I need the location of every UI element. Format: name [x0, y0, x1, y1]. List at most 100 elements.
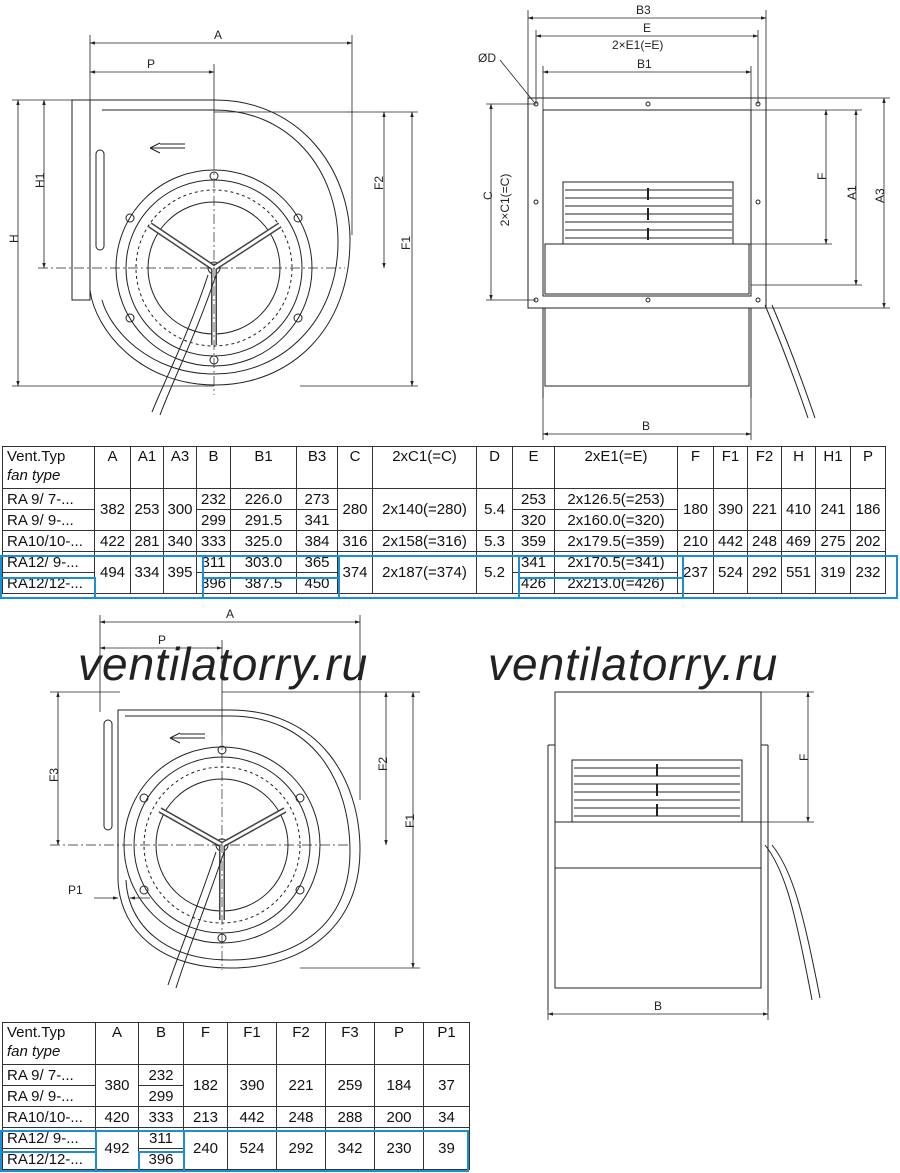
cell-B1: 291.5	[230, 509, 297, 531]
label-A1: A1	[845, 185, 859, 200]
cell-P1: 34	[423, 1106, 470, 1128]
cell-B1: 303.0	[230, 551, 297, 573]
table-row: RA10/10-... 420 333 213 442 248 288 200 …	[2, 1106, 470, 1128]
watermark-right: ventilatorry.ru	[488, 638, 778, 690]
cell-C: 374	[337, 551, 373, 594]
cell-2xC1: 2x158(=316)	[372, 530, 477, 552]
cell-E: 359	[512, 530, 555, 552]
label-F1-2: F1	[403, 814, 417, 828]
cell-F: 240	[183, 1127, 228, 1170]
cell-B1: 226.0	[230, 488, 297, 510]
cell-E: 341	[512, 551, 555, 573]
cell-2xC1: 2x140(=280)	[372, 488, 477, 531]
cell-F: 213	[183, 1106, 228, 1128]
label-E: E	[643, 21, 651, 35]
cell-C: 316	[337, 530, 373, 552]
fan-type-cell: RA 9/ 7-...	[2, 488, 95, 510]
cell-F2: 248	[747, 530, 782, 552]
cell-B3: 365	[296, 551, 338, 573]
cell-A: 380	[95, 1064, 139, 1107]
cell-2xE1: 2x179.5(=359)	[554, 530, 678, 552]
cell-F2: 292	[276, 1127, 326, 1170]
cell-F1: 390	[713, 488, 748, 531]
bottom-side-dimensions	[50, 615, 420, 969]
top-front-dimensions	[486, 10, 890, 440]
bottom-front-view	[547, 691, 821, 1010]
cell-2xE1: 2x126.5(=253)	[554, 488, 678, 510]
label-H1: H1	[33, 172, 47, 188]
top-front-labels: B3 E 2×E1(=E) B1 ØD C 2×C1(=C) F A1 A3 B	[478, 3, 887, 433]
header-sub: fan type	[7, 467, 61, 484]
table2-header-P: P	[374, 1022, 424, 1065]
table1-header-A3: A3	[163, 446, 197, 489]
cell-A3: 340	[163, 530, 197, 552]
label-F: F	[815, 173, 829, 180]
fan-type-cell: RA 9/ 9-...	[2, 509, 95, 531]
label-OD: ØD	[478, 51, 496, 65]
cell-D: 5.2	[476, 551, 513, 594]
table1-header-D: D	[476, 446, 513, 489]
fan-type-cell: RA12/12-...	[2, 572, 95, 594]
label-F1: F1	[399, 236, 413, 250]
bottom-side-view	[50, 709, 361, 989]
label-P-2: P	[158, 633, 166, 647]
cell-B3: 450	[296, 572, 338, 594]
cell-B: 396	[138, 1148, 184, 1170]
cell-P: 200	[374, 1106, 424, 1128]
cell-H: 551	[781, 551, 816, 594]
table-row: RA 9/ 7-... 382 253 300 232 226.0 273 28…	[2, 488, 886, 531]
label-B-2: B	[654, 999, 662, 1013]
table1-header-2xC1: 2xC1(=C)	[372, 446, 477, 489]
cell-B1: 325.0	[230, 530, 297, 552]
cell-P: 184	[374, 1064, 424, 1107]
header-title: Vent.Typ	[7, 1024, 66, 1041]
table1-header-fantype: Vent.Typ fan type	[2, 446, 95, 489]
cell-F2: 248	[276, 1106, 326, 1128]
cell-A: 492	[95, 1127, 139, 1170]
label-2xC1: 2×C1(=C)	[498, 174, 512, 227]
cell-F1: 524	[227, 1127, 277, 1170]
cell-A: 382	[94, 488, 131, 531]
table-row: RA12/ 9-... 492 311 240 524 292 342 230 …	[2, 1127, 470, 1170]
label-F2-2: F2	[376, 757, 390, 771]
table1-header-C: C	[337, 446, 373, 489]
fan-type-cell: RA12/ 9-...	[2, 1127, 96, 1149]
table-row: RA12/12-... 396	[2, 1148, 470, 1170]
table2-header-P1: P1	[423, 1022, 470, 1065]
label-B1: B1	[637, 57, 652, 71]
table2-header-F2: F2	[276, 1022, 326, 1065]
label-F-2: F	[797, 754, 811, 761]
cell-B: 396	[196, 572, 231, 594]
label-C: C	[481, 191, 495, 200]
table1-header-F: F	[677, 446, 714, 489]
label-2xE1: 2×E1(=E)	[612, 38, 663, 52]
cell-2xE1: 2x213.0(=426)	[554, 572, 678, 594]
cell-B: 299	[138, 1085, 184, 1107]
fan-type-cell: RA 9/ 9-...	[2, 1085, 96, 1107]
cell-F: 182	[183, 1064, 228, 1107]
cell-F3: 259	[325, 1064, 375, 1107]
cell-B: 299	[196, 509, 231, 531]
table1-header-A: A	[94, 446, 131, 489]
header-title: Vent.Typ	[7, 448, 66, 465]
cell-B: 311	[196, 551, 231, 573]
cell-B: 232	[196, 488, 231, 510]
cell-B: 333	[196, 530, 231, 552]
cell-F2: 221	[747, 488, 782, 531]
table1-header-F2: F2	[747, 446, 782, 489]
table1-header-H: H	[781, 446, 816, 489]
cell-H1: 241	[815, 488, 851, 531]
cell-B3: 273	[296, 488, 338, 510]
cell-H: 410	[781, 488, 816, 531]
cell-P: 186	[850, 488, 886, 531]
table-row: RA10/10-... 422 281 340 333 325.0 384 31…	[2, 530, 886, 552]
table2-header-B: B	[138, 1022, 184, 1065]
cell-P: 202	[850, 530, 886, 552]
cell-F: 237	[677, 551, 714, 594]
